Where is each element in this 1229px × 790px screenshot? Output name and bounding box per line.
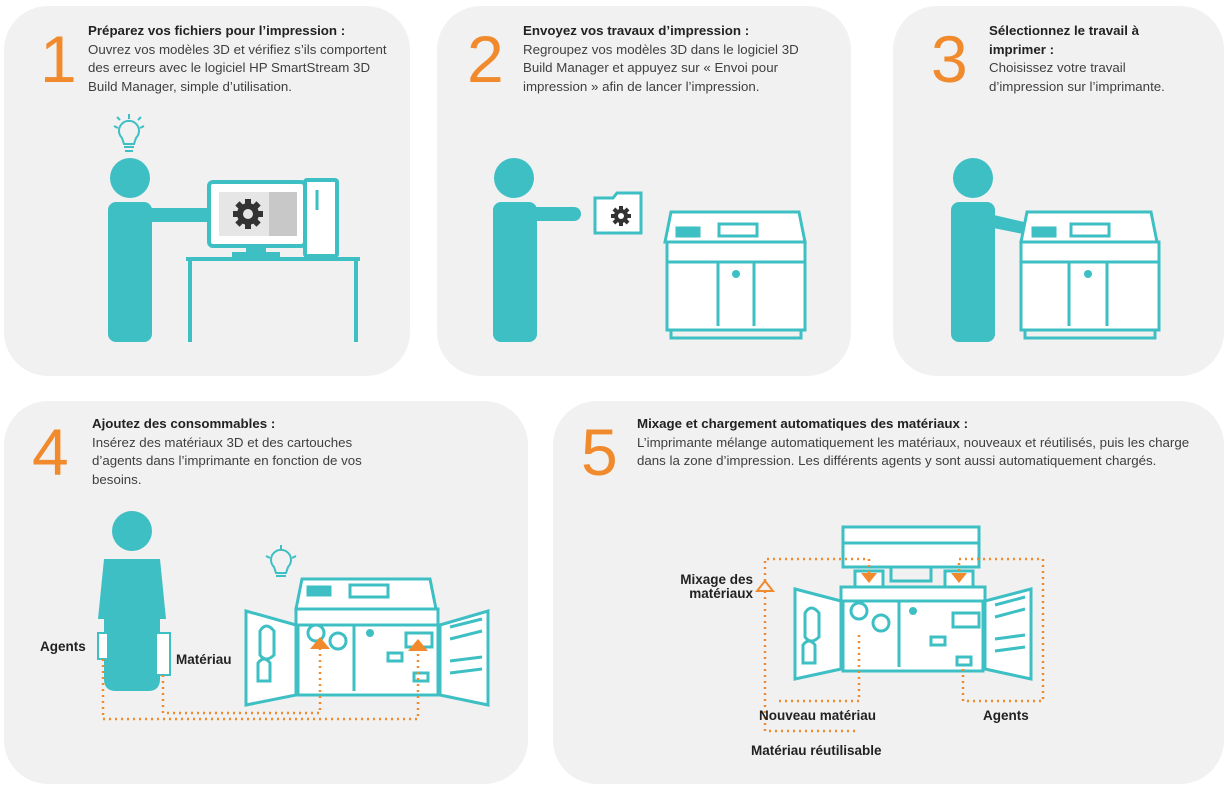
step-4-panel: 4 Ajoutez des consommables : Insérez des… [4,401,528,784]
person-icon [108,158,224,342]
printer-icon [1019,210,1161,340]
printer-open-icon [793,525,1033,681]
hp-logo [1084,270,1092,278]
step-description: L’imprimante mélange automatiquement les… [637,434,1190,469]
step-5-panel: 5 Mixage et chargement automatiques des … [553,401,1224,784]
step-title: Préparez vos fichiers pour l’impression … [88,23,346,38]
label-mixing: Mixage des matériaux [680,572,753,601]
agent-cartridge [97,632,109,660]
flow-path [763,557,1045,733]
step-1-panel: 1 Préparez vos fichiers pour l’impressio… [4,6,410,376]
step-number: 2 [467,22,504,96]
step-5-illustration [754,525,1045,733]
hp-logo [732,270,740,278]
flow-path [101,649,420,721]
printer-open-icon [244,577,490,707]
step-number: 3 [931,22,968,96]
computer-icon [207,178,339,258]
step-description: Ouvrez vos modèles 3D et vérifiez s’ils … [88,41,387,94]
step-title: Sélectionnez le travail à imprimer : [989,23,1140,57]
step-description: Insérez des matériaux 3D et des cartouch… [92,434,362,487]
lightbulb-icon [113,114,145,152]
step-description: Regroupez vos modèles 3D dans le logicie… [523,41,799,94]
step-text: Préparez vos fichiers pour l’impression … [88,22,388,96]
step-3-panel: 3 Sélectionnez le travail à imprimer : C… [893,6,1224,376]
step-title: Ajoutez des consommables : [92,416,276,431]
step-title: Mixage et chargement automatiques des ma… [637,416,969,431]
step-2-illustration [493,158,807,342]
step-text: Sélectionnez le travail à imprimer : Cho… [989,22,1189,96]
step-number: 1 [40,22,77,96]
lightbulb-icon [265,545,297,577]
hp-logo [909,607,917,615]
printer-icon [663,210,807,340]
person-icon [98,511,166,691]
desk [186,257,360,342]
label-agents: Agents [983,708,1029,723]
step-2-panel: 2 Envoyez vos travaux d’impression : Reg… [437,6,851,376]
label-agents: Agents [40,639,86,654]
folder-gear-icon [593,191,643,235]
step-title: Envoyez vos travaux d’impression : [523,23,750,38]
step-description: Choisissez votre travail d’impression su… [989,60,1165,94]
step-1-illustration [108,114,360,342]
step-text: Ajoutez des consommables : Insérez des m… [92,415,392,489]
label-new-material: Nouveau matériau [759,708,877,723]
step-text: Mixage et chargement automatiques des ma… [637,415,1203,471]
arrow-up-icon [408,639,428,651]
label-material: Matériau [176,652,232,667]
arrow-up-icon [754,579,776,592]
material-cartridge [155,632,171,676]
label-reused-material: Matériau réutilisable [751,743,882,758]
hp-logo [366,629,374,637]
person-icon [493,158,581,342]
gear-icon [233,199,263,229]
person-icon [951,158,1041,342]
arrow-up-icon [310,637,330,649]
arrow-down-icon [951,573,967,583]
arrow-down-icon [861,573,877,583]
step-4-illustration [97,511,490,721]
step-number: 4 [32,415,69,489]
step-3-illustration [951,158,1161,342]
step-number: 5 [581,415,618,489]
step-text: Envoyez vos travaux d’impression : Regro… [523,22,823,96]
